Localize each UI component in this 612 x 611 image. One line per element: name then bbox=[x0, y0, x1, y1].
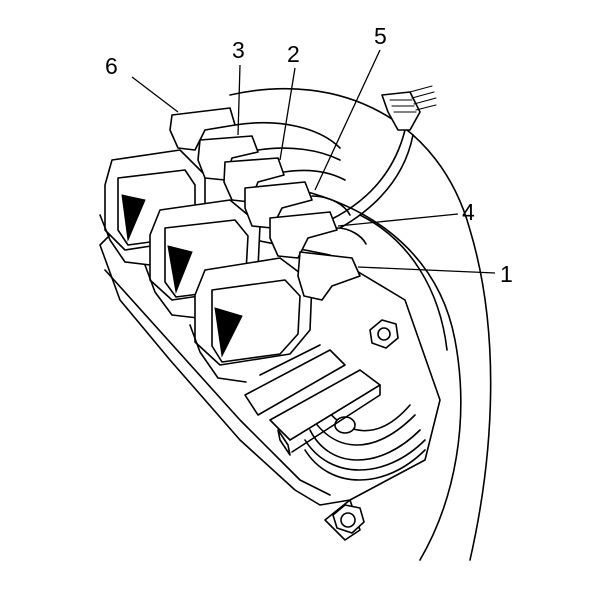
module-connector bbox=[244, 349, 381, 456]
leader-3 bbox=[237, 64, 241, 136]
leader-6 bbox=[131, 76, 179, 113]
callout-leaders bbox=[131, 49, 496, 274]
ignition-coil-lower bbox=[189, 257, 321, 383]
callout-2: 2 bbox=[287, 41, 300, 67]
leader-2 bbox=[279, 67, 296, 161]
callout-1: 1 bbox=[500, 261, 513, 287]
leader-4 bbox=[337, 213, 459, 227]
leader-1 bbox=[357, 266, 496, 274]
mounting-bolt-upper bbox=[369, 319, 399, 349]
mounting-bolt-lower bbox=[332, 504, 365, 534]
callout-5: 5 bbox=[374, 23, 387, 49]
callout-labels: 6 3 2 5 4 1 bbox=[105, 23, 513, 287]
callout-3: 3 bbox=[232, 37, 245, 63]
leader-5 bbox=[314, 49, 381, 191]
callout-4: 4 bbox=[462, 199, 475, 225]
wiring-harness bbox=[329, 85, 437, 229]
spark-plug-boots bbox=[169, 107, 367, 301]
callout-6: 6 bbox=[105, 53, 118, 79]
